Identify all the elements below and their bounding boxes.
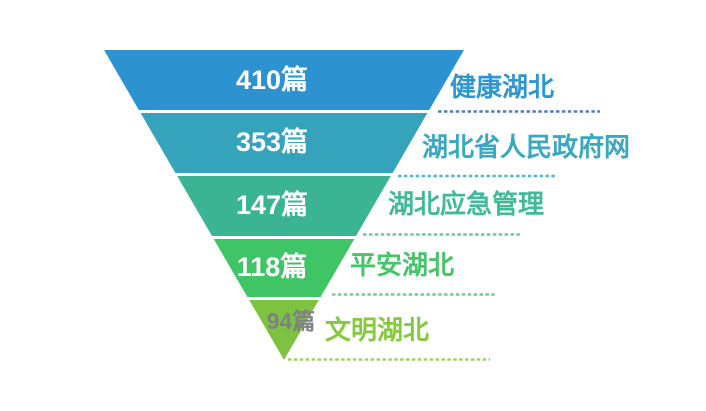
- funnel-segment-5: [249, 300, 319, 360]
- funnel-level-5: 94篇 文明湖北: [249, 300, 490, 361]
- funnel-level-2: 353篇 湖北省人民政府网: [140, 113, 630, 178]
- funnel-level-4: 118篇 平安湖北: [213, 239, 497, 297]
- funnel-value-1: 410篇: [236, 64, 308, 95]
- funnel-label-4: 平安湖北: [350, 250, 454, 280]
- funnel-level-1: 410篇 健康湖北: [104, 50, 600, 113]
- funnel-segment-2: [140, 113, 428, 173]
- funnel-label-2: 湖北省人民政府网: [422, 132, 630, 162]
- funnel-segment-3: [177, 176, 391, 236]
- funnel-value-5: 94篇: [267, 308, 316, 334]
- funnel-segment-4: [213, 239, 355, 297]
- funnel-value-3: 147篇: [236, 189, 308, 220]
- funnel-level-3: 147篇 湖北应急管理: [177, 176, 544, 236]
- funnel-label-1: 健康湖北: [450, 72, 554, 102]
- funnel-value-2: 353篇: [236, 126, 308, 157]
- funnel-value-4: 118篇: [237, 251, 308, 282]
- funnel-segment-1: [104, 50, 464, 110]
- funnel-label-5: 文明湖北: [325, 315, 429, 345]
- funnel-label-3: 湖北应急管理: [388, 189, 544, 219]
